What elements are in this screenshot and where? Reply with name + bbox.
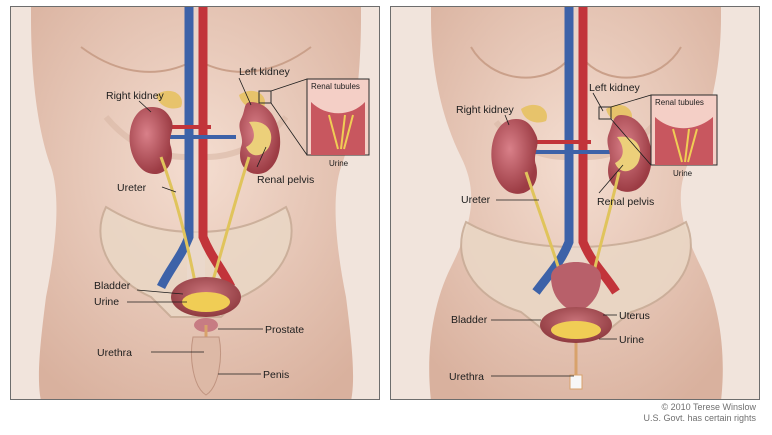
inset-tissue [311, 102, 365, 155]
chest-contour [80, 46, 312, 73]
male-anatomy-illustration: Right kidney Left kidney Renal tubules U… [11, 7, 379, 399]
uterus [551, 262, 601, 312]
urethral-opening [569, 374, 583, 390]
label-ureter: Ureter [117, 182, 147, 194]
label-right-kidney: Right kidney [456, 104, 515, 116]
label-left-kidney: Left kidney [589, 82, 641, 94]
right-ureter [159, 156, 198, 288]
female-anatomy-illustration: Right kidney Left kidney Renal tubules U… [391, 7, 759, 399]
right-adrenal [521, 104, 547, 123]
leader-ureter [161, 186, 177, 193]
inset-connector-top [270, 78, 308, 92]
copyright-notice: © 2010 Terese Winslow U.S. Govt. has cer… [643, 402, 756, 424]
aorta [198, 7, 236, 290]
chest-contour [470, 46, 682, 79]
inset-connector-bottom [610, 118, 652, 166]
label-bladder: Bladder [94, 280, 131, 292]
bladder-urine [551, 321, 601, 339]
leader-bladder [136, 289, 184, 295]
label-renal-pelvis: Renal pelvis [597, 196, 654, 208]
label-urine-inset: Urine [329, 159, 349, 168]
inset-tubules [328, 114, 354, 150]
inset-connector-bottom [270, 102, 308, 156]
label-prostate: Prostate [265, 324, 304, 336]
copyright-line-2: U.S. Govt. has certain rights [643, 413, 756, 423]
label-urethra: Urethra [97, 347, 132, 359]
label-right-kidney: Right kidney [106, 90, 165, 102]
male-urinary-panel: Right kidney Left kidney Renal tubules U… [10, 6, 380, 400]
vena-cava [156, 7, 194, 290]
inset-tubules [672, 128, 698, 163]
leader-right-kidney [504, 114, 510, 126]
inset-tissue [655, 117, 713, 165]
label-left-kidney: Left kidney [239, 66, 291, 78]
bladder-urine [182, 292, 230, 312]
inset-source-box [258, 90, 272, 104]
label-uterus: Uterus [619, 310, 650, 322]
female-urinary-panel: Right kidney Left kidney Renal tubules U… [390, 6, 760, 400]
label-urine-inset: Urine [673, 169, 693, 178]
leader-renal-pelvis [598, 164, 624, 194]
label-renal-tubules: Renal tubules [311, 82, 360, 91]
label-bladder: Bladder [451, 314, 488, 326]
label-penis: Penis [263, 369, 289, 381]
label-urine: Urine [619, 334, 644, 346]
left-ureter [209, 156, 251, 288]
label-renal-pelvis: Renal pelvis [257, 174, 314, 186]
leader-left-kidney [592, 92, 604, 112]
copyright-line-1: © 2010 Terese Winslow [661, 402, 756, 412]
renal-pelvis-shape [246, 121, 272, 156]
label-urethra: Urethra [449, 371, 484, 383]
leader-right-kidney [138, 100, 152, 113]
label-urine: Urine [94, 296, 119, 308]
right-adrenal [156, 90, 182, 109]
leader-left-kidney [238, 77, 252, 106]
label-ureter: Ureter [461, 194, 491, 206]
label-renal-tubules: Renal tubules [655, 98, 704, 107]
leader-renal-pelvis [256, 146, 267, 168]
inset-connector-top [610, 94, 652, 108]
inset-source-box [598, 106, 612, 120]
penis [191, 336, 221, 396]
